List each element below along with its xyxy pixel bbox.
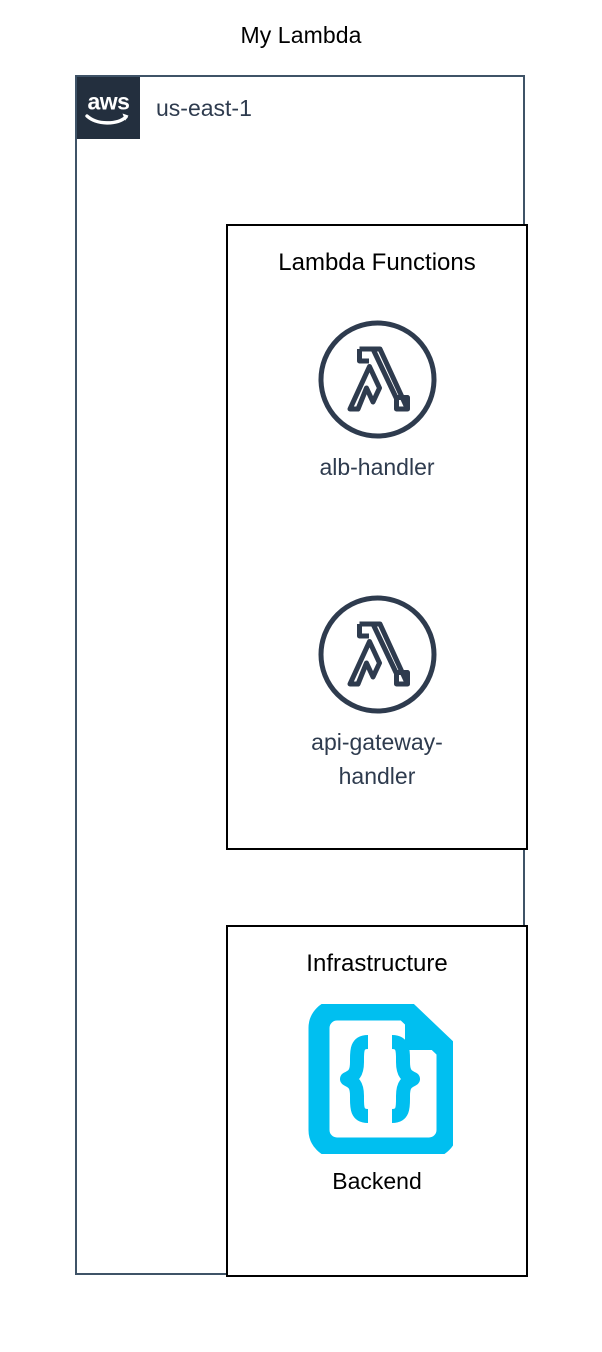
page-title: My Lambda (240, 22, 362, 48)
aws-lambda-icon (317, 594, 438, 715)
node-label-api-gateway-handler: api-gateway-handler (311, 729, 443, 789)
node-label-alb-handler: alb-handler (319, 454, 435, 480)
json-document-icon (301, 999, 458, 1159)
group-title-lambda-functions: Lambda Functions (278, 249, 476, 276)
region-label: us-east-1 (156, 95, 252, 121)
node-label-backend: Backend (332, 1168, 422, 1194)
aws-logo-icon: aws (77, 77, 140, 139)
group-infrastructure: Infrastructure Backend (226, 925, 528, 1277)
group-lambda-functions: Lambda Functions alb-handler (226, 224, 528, 850)
group-title-infrastructure: Infrastructure (306, 950, 448, 977)
aws-lambda-icon (317, 319, 438, 440)
node-alb-handler[interactable]: alb-handler (228, 319, 526, 484)
aws-region-container: aws us-east-1 Lambda Functions (75, 75, 528, 1277)
svg-text:aws: aws (88, 89, 130, 115)
node-api-gateway-handler[interactable]: api-gateway-handler (228, 594, 526, 793)
node-backend[interactable]: Backend (228, 999, 526, 1198)
